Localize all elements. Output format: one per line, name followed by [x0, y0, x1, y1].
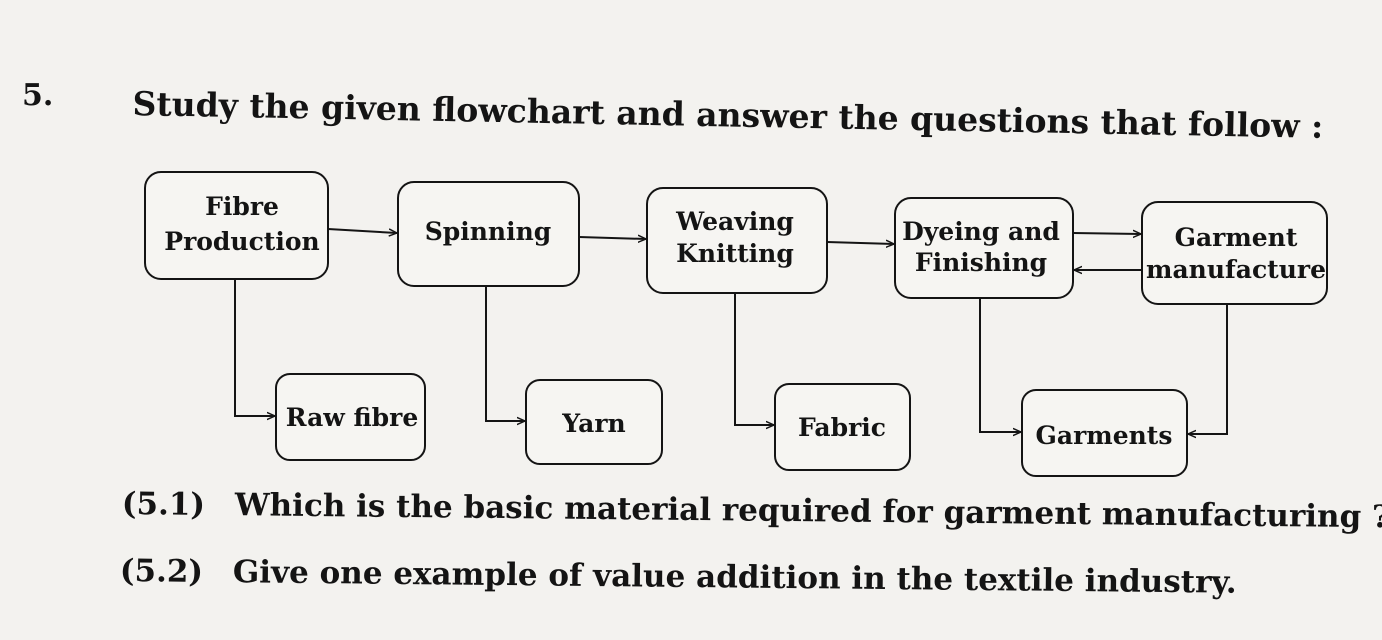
- subquestion-label: (5.1): [121, 486, 206, 523]
- stage-label-line: Garment: [1175, 223, 1298, 252]
- stage-label-line: Knitting: [676, 239, 794, 268]
- stage-label-line: Finishing: [915, 248, 1047, 277]
- stage-box-spinning: Spinning: [397, 181, 580, 287]
- stage-label-line: Spinning: [425, 217, 552, 246]
- stage-box-fibre-production: Fibre Production: [144, 171, 329, 280]
- output-arrow: [1188, 304, 1228, 434]
- stage-label-line: Fibre: [205, 192, 279, 221]
- output-label: Garments: [1036, 421, 1173, 450]
- stage-label-line: Weaving: [675, 207, 794, 236]
- output-arrow: [485, 286, 525, 421]
- output-label: Yarn: [561, 409, 625, 438]
- output-arrow: [234, 279, 275, 416]
- output-label: Raw fibre: [286, 403, 419, 432]
- output-box-yarn: Yarn: [525, 379, 663, 465]
- stage-box-dyeing-finishing: Dyeing and Finishing: [894, 197, 1074, 299]
- stage-box-garment-manufacture: Garment manufacture: [1141, 201, 1328, 305]
- stage-label-line: Production: [164, 227, 319, 256]
- flow-arrow: [327, 228, 397, 233]
- output-box-fabric: Fabric: [774, 383, 911, 471]
- stage-label-line: manufacture: [1146, 255, 1326, 284]
- output-box-raw-fibre: Raw fibre: [275, 373, 426, 461]
- output-label: Fabric: [798, 413, 886, 442]
- output-box-garments: Garments: [1021, 389, 1188, 477]
- subquestion-label: (5.2): [119, 553, 204, 590]
- flow-arrow: [578, 237, 646, 239]
- question-number: 5.: [22, 78, 54, 113]
- flow-arrow: [1072, 233, 1141, 234]
- output-arrow: [734, 293, 774, 425]
- output-arrow: [979, 298, 1021, 432]
- flow-arrow: [826, 242, 894, 244]
- stage-box-weaving-knitting: Weaving Knitting: [646, 187, 828, 294]
- stage-label-line: Dyeing and: [902, 217, 1060, 246]
